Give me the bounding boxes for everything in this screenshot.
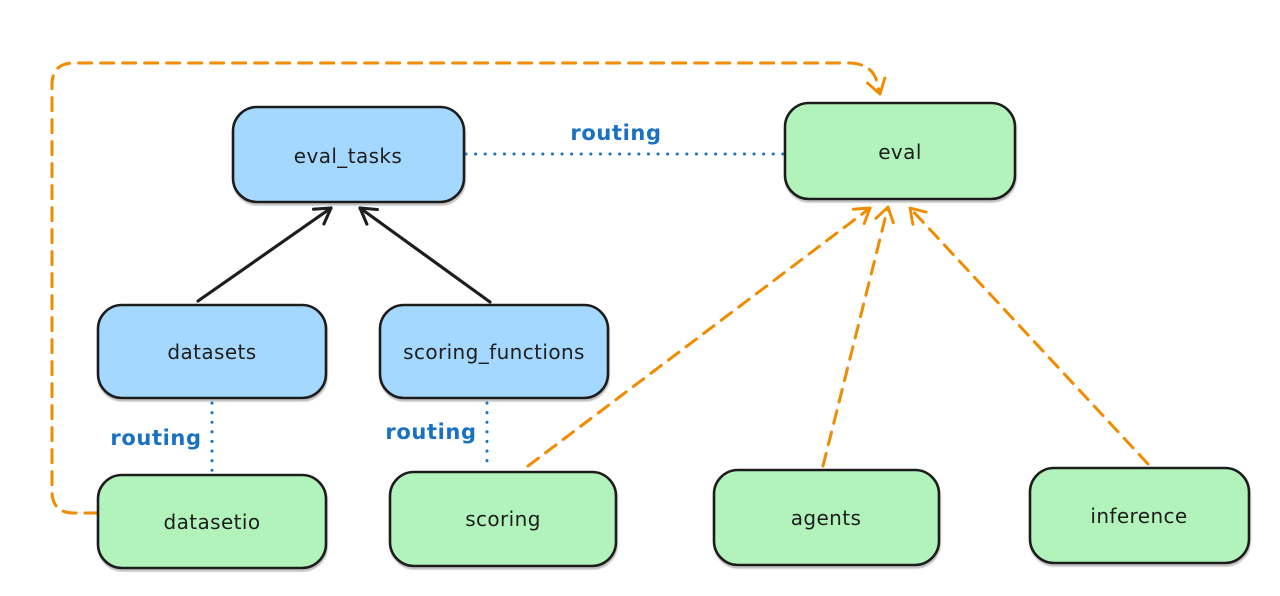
node-agents-box — [712, 468, 941, 567]
node-inference: inference — [1028, 466, 1251, 565]
node-datasetio-label: datasetio — [163, 510, 260, 534]
node-inference-label: inference — [1090, 504, 1187, 528]
edge-scoring-functions-to-eval-tasks — [358, 206, 492, 304]
node-scoring: scoring — [388, 470, 618, 568]
node-scoring-functions: scoring_functions — [378, 303, 610, 400]
node-agents-label: agents — [791, 506, 862, 530]
node-eval-tasks-box — [231, 105, 466, 204]
node-datasets-box — [96, 303, 328, 400]
node-eval-box — [783, 101, 1017, 201]
node-scoring-functions-label: scoring_functions — [403, 340, 585, 364]
edge-inference-to-eval — [908, 206, 1150, 466]
node-eval-tasks-label: eval_tasks — [294, 144, 402, 168]
node-scoring-functions-box — [378, 303, 610, 400]
edge-datasets-to-eval-tasks — [196, 206, 333, 303]
node-eval-tasks: eval_tasks — [231, 105, 466, 204]
routing-label-datasets-datasetio: routing — [110, 426, 201, 450]
node-datasetio-box — [96, 473, 328, 570]
node-scoring-box — [388, 470, 618, 568]
node-datasetio: datasetio — [96, 473, 328, 570]
edge-datasetio-to-eval — [50, 61, 887, 515]
node-inference-box — [1028, 466, 1251, 565]
routing-label-eval-tasks-eval: routing — [570, 121, 661, 145]
node-agents: agents — [712, 468, 941, 567]
node-datasets: datasets — [96, 303, 328, 400]
node-scoring-label: scoring — [465, 507, 541, 531]
node-eval-label: eval — [878, 140, 922, 164]
node-eval: eval — [783, 101, 1017, 201]
edge-agents-to-eval — [821, 205, 895, 468]
routing-label-scoring-functions-scoring: routing — [385, 420, 476, 444]
edge-scoring-to-eval — [526, 206, 872, 468]
node-datasets-label: datasets — [167, 340, 256, 364]
